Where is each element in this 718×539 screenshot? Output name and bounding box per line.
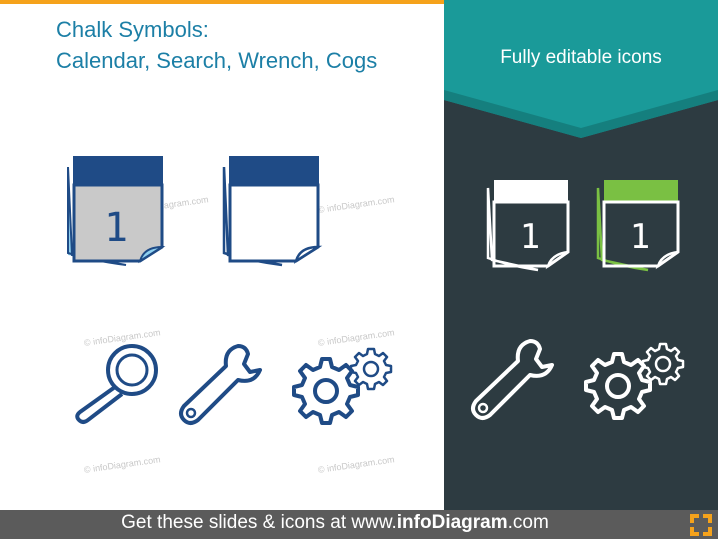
footer-suffix: .com xyxy=(507,512,549,533)
wrench-white-icon xyxy=(471,339,554,420)
footer-brand: infoDiagram xyxy=(396,512,508,533)
footer-text[interactable]: Get these slides & icons at www.infoDiag… xyxy=(0,512,670,534)
calendar-green-icon: 1 xyxy=(596,180,680,272)
teal-banner xyxy=(444,0,718,138)
cogs-white-icon xyxy=(584,342,685,420)
title-line-2: Calendar, Search, Wrench, Cogs xyxy=(56,48,378,73)
calendar-number: 1 xyxy=(104,205,128,251)
top-accent-bar xyxy=(0,0,444,4)
infodiagram-logo-icon xyxy=(690,514,712,536)
wrench-icon xyxy=(179,344,262,425)
search-icon xyxy=(75,344,158,424)
footer-prefix: Get these slides & icons at www. xyxy=(121,512,397,533)
calendar-filled-icon: 1 xyxy=(67,156,166,266)
banner-text: Fully editable icons xyxy=(500,47,662,68)
cogs-icon xyxy=(292,347,393,425)
footer-bar xyxy=(0,510,718,539)
calendar-number: 1 xyxy=(520,217,540,257)
calendar-number: 1 xyxy=(630,217,650,257)
slide-title: Chalk Symbols: Calendar, Search, Wrench,… xyxy=(56,14,436,76)
title-line-1: Chalk Symbols: xyxy=(56,17,209,42)
calendar-white-icon: 1 xyxy=(486,180,570,272)
calendar-outline-icon xyxy=(222,156,323,267)
